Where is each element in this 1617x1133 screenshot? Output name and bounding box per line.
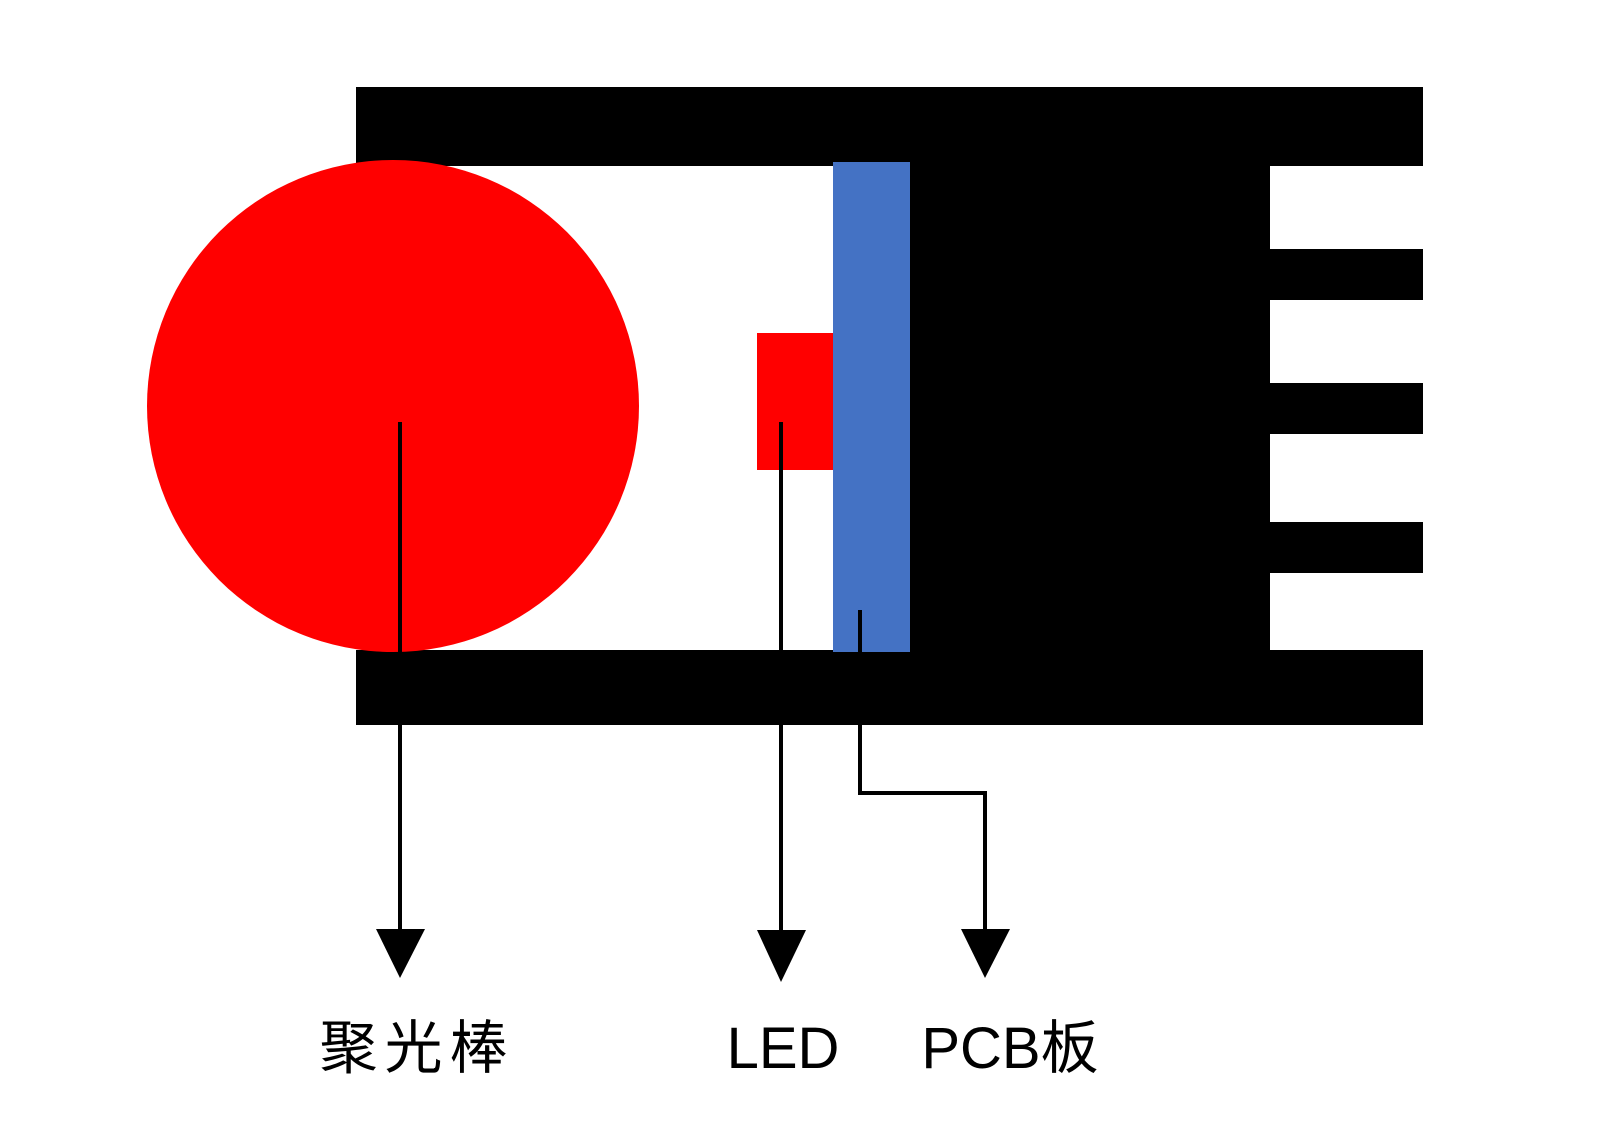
led-arrow-head-icon [757,930,806,982]
heatsink-fin-1 [1270,249,1423,300]
focusing-rod [147,160,639,652]
led-label: LED [727,1016,840,1081]
housing-body [908,87,1270,725]
heatsink-fin-3 [1270,522,1423,573]
pcb-board [833,162,910,652]
pcb-arrow-head-icon [961,929,1010,978]
pcb-label: PCB板 [921,1016,1098,1081]
pcb-pointer-line [858,610,987,930]
focusing-rod-label: 聚光棒 [319,1016,514,1081]
heatsink-fin-2 [1270,383,1423,434]
focusing-rod-arrow-head-icon [376,929,425,978]
led-chip [757,333,833,470]
